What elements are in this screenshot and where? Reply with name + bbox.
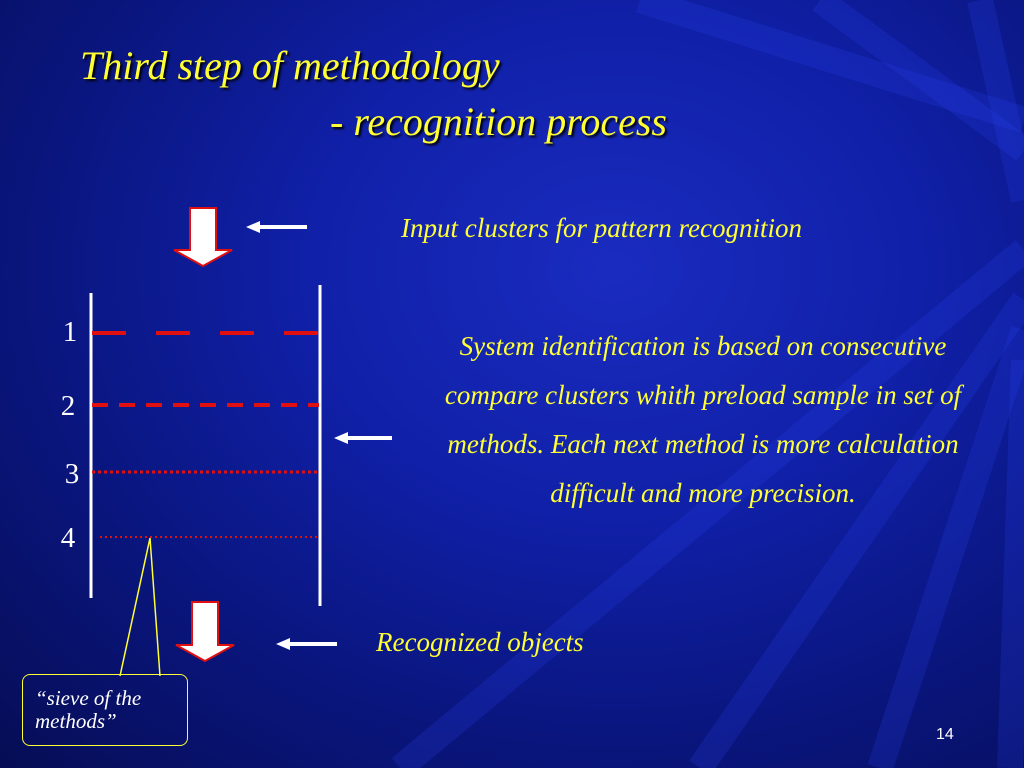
description-pointer-arrow-icon xyxy=(334,432,392,444)
sieve-level-4-number: 4 xyxy=(60,522,76,554)
recognized-objects-label: Recognized objects xyxy=(376,627,584,657)
sieve-level-2-number: 2 xyxy=(60,390,76,422)
page-number: 14 xyxy=(936,726,954,743)
output-down-arrow-icon xyxy=(175,601,235,663)
input-clusters-label: Input clusters for pattern recognition xyxy=(401,213,802,243)
sieve-level-1-number: 1 xyxy=(62,316,78,348)
input-down-arrow-icon xyxy=(173,207,233,268)
input-pointer-arrow-icon xyxy=(246,221,307,233)
sieve-callout-box: “sieve of the methods” xyxy=(22,674,188,746)
slide-title-line2: - recognition process xyxy=(330,99,667,144)
slide-title-line1: Third step of methodology xyxy=(80,43,500,88)
system-identification-description: System identification is based on consec… xyxy=(444,331,962,508)
callout-pointer xyxy=(119,537,161,677)
sieve-level-3-number: 3 xyxy=(64,458,80,490)
output-pointer-arrow-icon xyxy=(276,638,337,650)
